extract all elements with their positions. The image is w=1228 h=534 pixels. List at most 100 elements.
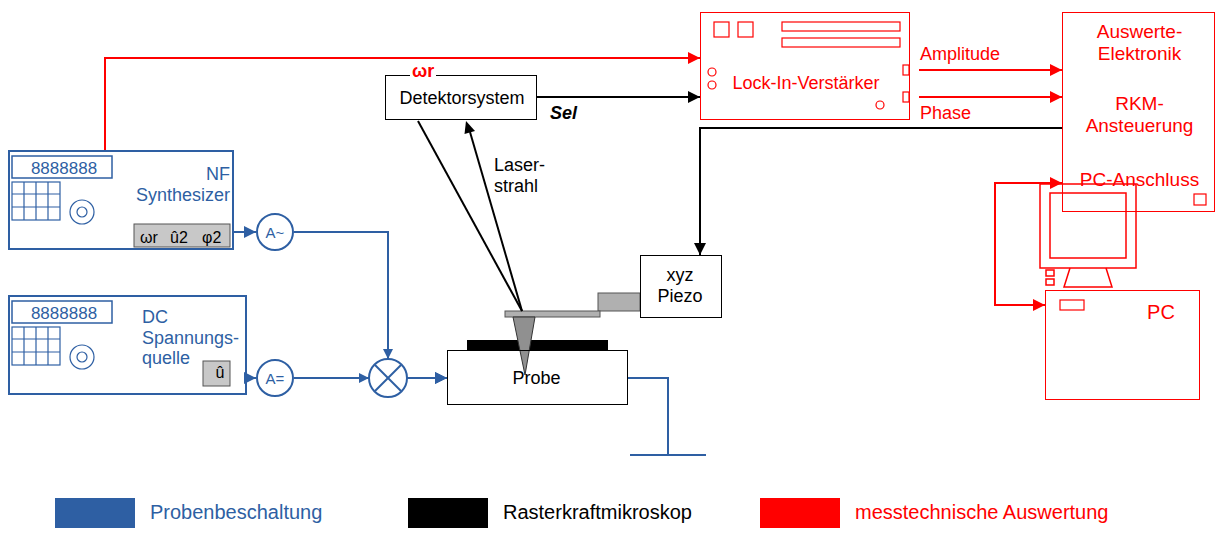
node-text: 8888888 bbox=[14, 159, 114, 179]
xyz-piezo: xyz Piezo bbox=[640, 255, 722, 318]
drawing-part bbox=[369, 359, 407, 397]
connector bbox=[919, 96, 1062, 98]
cantilever-holder bbox=[598, 293, 640, 311]
beam-label: Laser- strahl bbox=[494, 155, 556, 196]
node-text: NF Synthesizer bbox=[128, 164, 230, 205]
connector bbox=[234, 231, 256, 233]
drawing-part bbox=[23, 327, 24, 365]
laser-beam bbox=[418, 121, 522, 311]
drawing-part bbox=[1060, 300, 1084, 310]
signal-label: Amplitude bbox=[918, 44, 1002, 65]
cantilever bbox=[505, 311, 600, 317]
drawing-part bbox=[77, 207, 87, 217]
drawing-part bbox=[418, 121, 522, 311]
detector-box: Detektorsystem bbox=[385, 75, 537, 120]
signal-label: Phase bbox=[918, 103, 973, 124]
drawing-part bbox=[12, 338, 60, 339]
evaluation-electronics: Auswerte- ElektronikRKM- AnsteuerungPC-A… bbox=[1062, 12, 1215, 212]
legend-text: Probenbeschaltung bbox=[150, 501, 322, 524]
drawing-part bbox=[708, 81, 716, 89]
pc-tower: PC bbox=[1045, 290, 1200, 400]
drawing-part bbox=[903, 92, 909, 102]
connector bbox=[537, 96, 700, 98]
drawing-part bbox=[1064, 268, 1112, 287]
legend-swatch bbox=[408, 498, 488, 528]
ground-wire bbox=[628, 378, 706, 455]
parameter-field bbox=[203, 361, 230, 386]
drawing-part bbox=[876, 101, 884, 109]
drawing-part bbox=[738, 22, 753, 37]
node-text: DC Spannungs- quelle bbox=[142, 307, 241, 369]
pc-tower-detail bbox=[1060, 300, 1084, 310]
drawing-part bbox=[12, 182, 60, 220]
drawing-part bbox=[12, 193, 60, 194]
legend-text: messtechnische Auswertung bbox=[855, 501, 1108, 524]
nf-synthesizer: 8888888NF Synthesizerωrû2φ2 bbox=[8, 150, 234, 250]
knob bbox=[70, 345, 94, 369]
node-text: û2 bbox=[170, 229, 196, 247]
signal-label: Sel bbox=[548, 103, 579, 124]
node-text: Probe bbox=[452, 368, 621, 389]
parameter-field bbox=[134, 224, 230, 247]
drawing-part bbox=[383, 349, 393, 359]
connector bbox=[700, 128, 1062, 255]
connector bbox=[247, 377, 256, 379]
laser-arrowhead bbox=[465, 121, 476, 134]
legend-swatch bbox=[55, 498, 135, 528]
keypad bbox=[12, 182, 60, 220]
connector bbox=[995, 183, 1062, 305]
node-text: PC bbox=[1136, 301, 1186, 324]
drawing-part bbox=[70, 200, 94, 224]
drawing-part bbox=[375, 365, 401, 391]
node-text: Detektorsystem bbox=[390, 88, 534, 109]
legend-text: Rasterkraftmikroskop bbox=[503, 501, 692, 524]
node-text: A= bbox=[258, 370, 292, 387]
knob bbox=[70, 200, 94, 224]
lock-in-amplifier: Lock-In-Verstärker bbox=[700, 12, 910, 120]
connector bbox=[919, 69, 1062, 71]
signal-label: ωr bbox=[410, 61, 436, 82]
drawing-part bbox=[708, 68, 716, 76]
node-text: û bbox=[209, 364, 231, 382]
drawing-part bbox=[630, 454, 706, 456]
node-text: Auswerte- Elektronik bbox=[1068, 21, 1211, 65]
drawing-part bbox=[1040, 184, 1136, 268]
mixer-symbol bbox=[359, 349, 407, 397]
drawing-part bbox=[12, 206, 60, 207]
drawing-part bbox=[77, 352, 87, 362]
legend-swatch bbox=[760, 498, 840, 528]
drawing-part bbox=[782, 22, 900, 31]
node-text: A~ bbox=[258, 224, 292, 241]
drawing-part bbox=[23, 182, 24, 220]
drawing-part bbox=[1046, 279, 1054, 285]
drawing-part bbox=[70, 345, 94, 369]
node-text: Lock-In-Verstärker bbox=[721, 73, 891, 94]
drawing-part bbox=[782, 38, 900, 47]
node-text: φ2 bbox=[202, 229, 228, 247]
drawing-part bbox=[1046, 270, 1054, 276]
drawing-part bbox=[12, 327, 60, 365]
drawing-part bbox=[47, 182, 48, 220]
drawing-part bbox=[47, 327, 48, 365]
drawing-part bbox=[903, 65, 909, 75]
keypad bbox=[12, 327, 60, 365]
connector bbox=[294, 232, 447, 378]
node-text: 8888888 bbox=[14, 304, 114, 324]
sample: Probe bbox=[447, 350, 628, 405]
auswerte-button bbox=[1194, 194, 1206, 205]
probe-tip bbox=[513, 317, 535, 375]
lock-in-panel bbox=[708, 22, 909, 109]
drawing-part bbox=[359, 373, 369, 383]
connector bbox=[105, 58, 700, 150]
drawing-part bbox=[35, 327, 36, 365]
dc-voltage-source: 8888888 DC Spannungs- quelleû bbox=[8, 295, 247, 395]
ammeter-ac: A~ bbox=[256, 213, 294, 251]
drawing-part bbox=[35, 182, 36, 220]
node-text: PC-Anschluss bbox=[1068, 169, 1211, 191]
drawing-part bbox=[12, 351, 60, 352]
sample-layer bbox=[467, 340, 608, 350]
ammeter-dc: A= bbox=[256, 359, 294, 397]
